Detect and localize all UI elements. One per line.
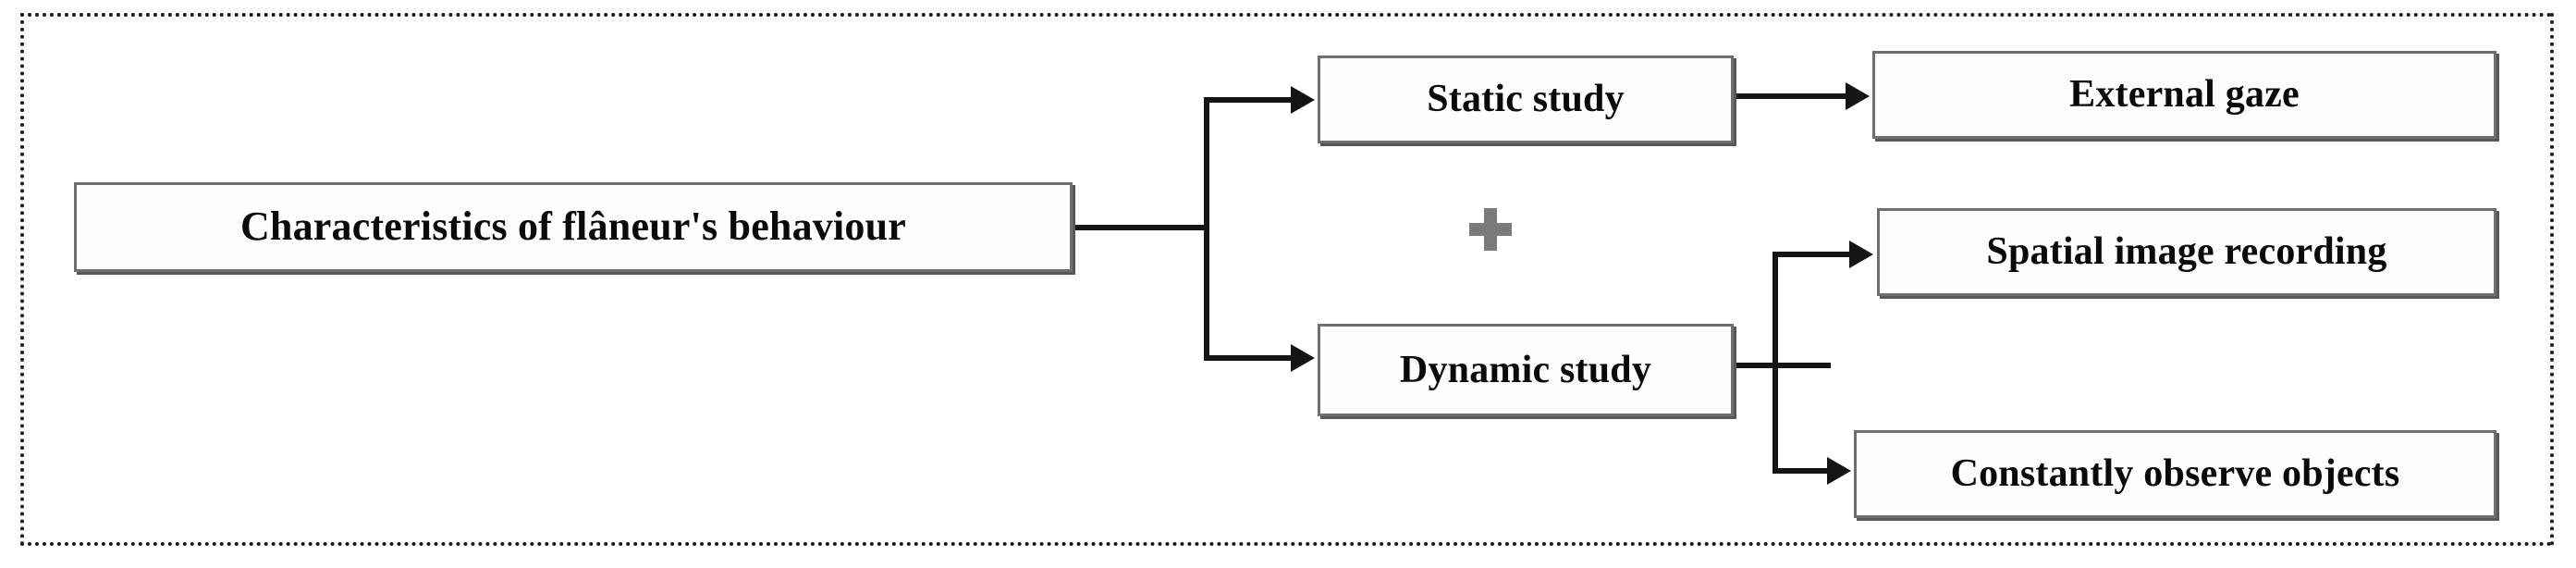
edge-root-to-static-horizontal [1204,97,1296,103]
arrow-head-dynamic-to-spatial [1849,241,1873,268]
node-static-label: Static study [1427,78,1625,121]
arrow-head-static-to-external [1846,82,1870,110]
arrow-head-root-to-dynamic [1291,344,1315,372]
edge-static-to-external-horizontal [1734,93,1852,99]
edge-dynamic-to-constant-horizontal [1773,468,1833,474]
edge-root-trunk-horizontal [1073,225,1209,230]
arrow-head-root-to-static [1291,86,1315,114]
node-spatial-image-recording[interactable]: Spatial image recording [1877,208,2496,296]
node-constantly-observe-objects[interactable]: Constantly observe objects [1854,430,2496,518]
plus-icon [1469,208,1512,251]
node-constant-label: Constantly observe objects [1950,452,2400,496]
edge-dynamic-trunk-horizontal [1734,363,1831,368]
node-root-characteristics[interactable]: Characteristics of flâneur's behaviour [74,182,1073,272]
node-external-gaze[interactable]: External gaze [1872,51,2496,139]
edge-root-split-vertical [1204,97,1209,361]
node-dynamic-study[interactable]: Dynamic study [1318,324,1734,416]
node-spatial-label: Spatial image recording [1986,230,2387,274]
node-dynamic-label: Dynamic study [1399,348,1652,391]
node-root-label: Characteristics of flâneur's behaviour [239,204,907,250]
edge-dynamic-to-spatial-horizontal [1773,252,1856,257]
edge-root-to-dynamic-horizontal [1204,355,1296,361]
node-external-label: External gaze [2069,73,2300,117]
diagram-outer-frame [20,13,2554,546]
node-static-study[interactable]: Static study [1318,56,1734,143]
arrow-head-dynamic-to-constant [1827,457,1851,485]
edge-dynamic-split-vertical [1773,252,1778,474]
